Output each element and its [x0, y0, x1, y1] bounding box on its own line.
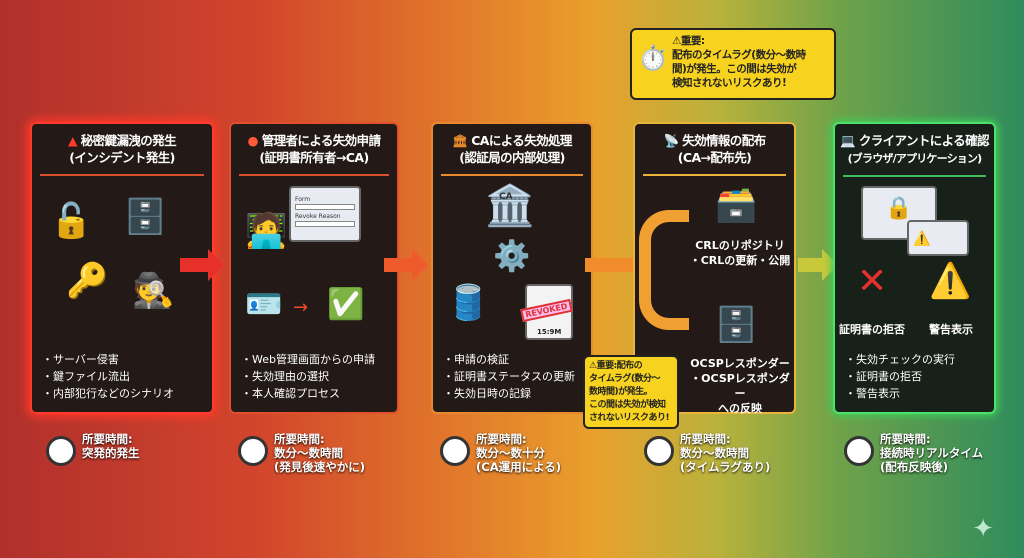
step-subtitle: (インシデント発生): [69, 150, 175, 165]
step-client-check-panel: 💻 クライアントによる確認(ブラウザ/アプリケーション) 🔒 ⚠️ ✕ ⚠️ 証…: [833, 122, 996, 414]
timer-step3: 所要時間:数分〜数十分(CA運用による): [440, 432, 561, 474]
divider: [643, 174, 786, 176]
antenna-icon: 📡: [663, 133, 679, 148]
timer-step5: 所要時間:接続時リアルタイム(配布反映後): [844, 432, 983, 474]
crl-repository-icon: 🗃️: [715, 185, 758, 225]
ca-building-icon: 🏛️: [485, 183, 535, 229]
step-distribution-panel: 📡 失効情報の配布 (CA→配布先) 🗃️ CRLのリポジトリ・CRLの更新・公開…: [633, 122, 796, 415]
warning-triangle-icon: ⚠️: [929, 261, 972, 301]
database-icon: 🛢️: [447, 283, 490, 323]
stopwatch-icon: [46, 436, 76, 466]
step-ca-processing-panel: 🏛 CAによる失効処理 (認証局の内部処理) 🏛️ CA ⚙️ 🛢️ REVOKE…: [431, 122, 593, 414]
bullet-list: ・サーバー侵害・鍵ファイル流出・内部犯行などのシナリオ: [42, 353, 174, 400]
timer-step1: 所要時間:突発的発生: [46, 432, 140, 466]
flow-arrow: [180, 249, 224, 281]
admin-at-computer-icon: 🧑‍💻: [245, 211, 288, 251]
timer-step4: 所要時間:数分〜数時間(タイムラグあり): [644, 432, 770, 474]
timelag-warning-callout-bottom: ⚠重要:配布のタイムラグ(数分〜数時間)が発生。この間は失効が検知されないリスク…: [583, 355, 679, 429]
key-icon: 🔑: [66, 261, 109, 301]
bullet-list: ・Web管理画面からの申請・失効理由の選択・本人確認プロセス: [241, 353, 375, 400]
step-subtitle: (ブラウザ/アプリケーション): [847, 152, 983, 165]
step-title: CAによる失効処理: [471, 133, 572, 148]
step-title: 管理者による失効申請: [261, 133, 381, 148]
hacker-icon: 🕵️: [132, 271, 175, 311]
warning-label: 警告表示: [929, 323, 973, 336]
flow-arrow: [798, 249, 838, 281]
check-icon: ✅: [327, 287, 365, 322]
divider: [441, 174, 583, 176]
sparkle-icon: ✦: [972, 514, 994, 544]
divider: [843, 175, 986, 177]
server-warning-icon: 🗄️: [124, 197, 167, 237]
stopwatch-icon: [440, 436, 470, 466]
step-subtitle: (証明書所有者→CA): [259, 150, 369, 165]
reject-label: 証明書の拒否: [839, 323, 905, 336]
stopwatch-icon: [844, 436, 874, 466]
step-subtitle: (CA→配布先): [677, 150, 752, 165]
timer-step2: 所要時間:数分〜数時間(発見後速やかに): [238, 432, 365, 474]
reject-x-icon: ✕: [857, 261, 888, 302]
step-title: 失効情報の配布: [682, 133, 766, 148]
step-request-panel: ● 管理者による失効申請 (証明書所有者→CA) Form Revoke Reas…: [229, 122, 399, 414]
user-icon: ●: [247, 133, 259, 148]
unlocked-padlock-icon: 🔓: [50, 201, 93, 241]
step-subtitle: (認証局の内部処理): [459, 150, 565, 165]
timelag-warning-callout-top: ⏱️ ⚠重要:配布のタイムラグ(数分〜数時間)が発生。この間は失効が検知されない…: [630, 28, 836, 100]
step-title: クライアントによる確認: [858, 133, 990, 148]
laptop-icon: 💻: [840, 133, 856, 148]
flow-arrow: [585, 249, 649, 281]
id-card-icon: 🪪: [245, 287, 283, 322]
stopwatch-icon: [644, 436, 674, 466]
crl-label: CRLのリポジトリ・CRLの更新・公開: [689, 239, 791, 267]
flow-arrow: [384, 249, 428, 281]
branch-arrow: [639, 210, 689, 330]
warning-dialog-icon: ⚠️: [907, 220, 969, 256]
stopwatch-icon: [238, 436, 268, 466]
revoked-stamp: REVOKED: [520, 298, 573, 323]
step-title: 秘密鍵漏洩の発生: [80, 133, 177, 148]
revoked-time: 15:9M: [537, 328, 562, 336]
divider: [40, 174, 204, 176]
ca-label: CA: [499, 192, 513, 202]
warning-icon: ▲: [68, 133, 78, 148]
revoked-certificate-icon: REVOKED 15:9M: [520, 284, 573, 340]
ocsp-label: OCSPレスポンダー・OCSPレスポンダーへの反映: [690, 357, 790, 415]
bullet-list: ・申請の検証・証明書ステータスの更新・失効日時の記録: [443, 353, 575, 400]
revoke-form-window: Form Revoke Reason: [289, 186, 361, 242]
ocsp-server-icon: 🗄️: [715, 305, 758, 345]
stopwatch-icon: ⏱️: [638, 44, 668, 72]
bullet-list: ・失効チェックの実行・証明書の拒否・警告表示: [845, 353, 955, 400]
divider: [239, 174, 389, 176]
gear-icon: ⚙️: [493, 239, 531, 274]
bank-icon: 🏛: [452, 133, 468, 148]
arrow-icon: →: [293, 297, 309, 318]
